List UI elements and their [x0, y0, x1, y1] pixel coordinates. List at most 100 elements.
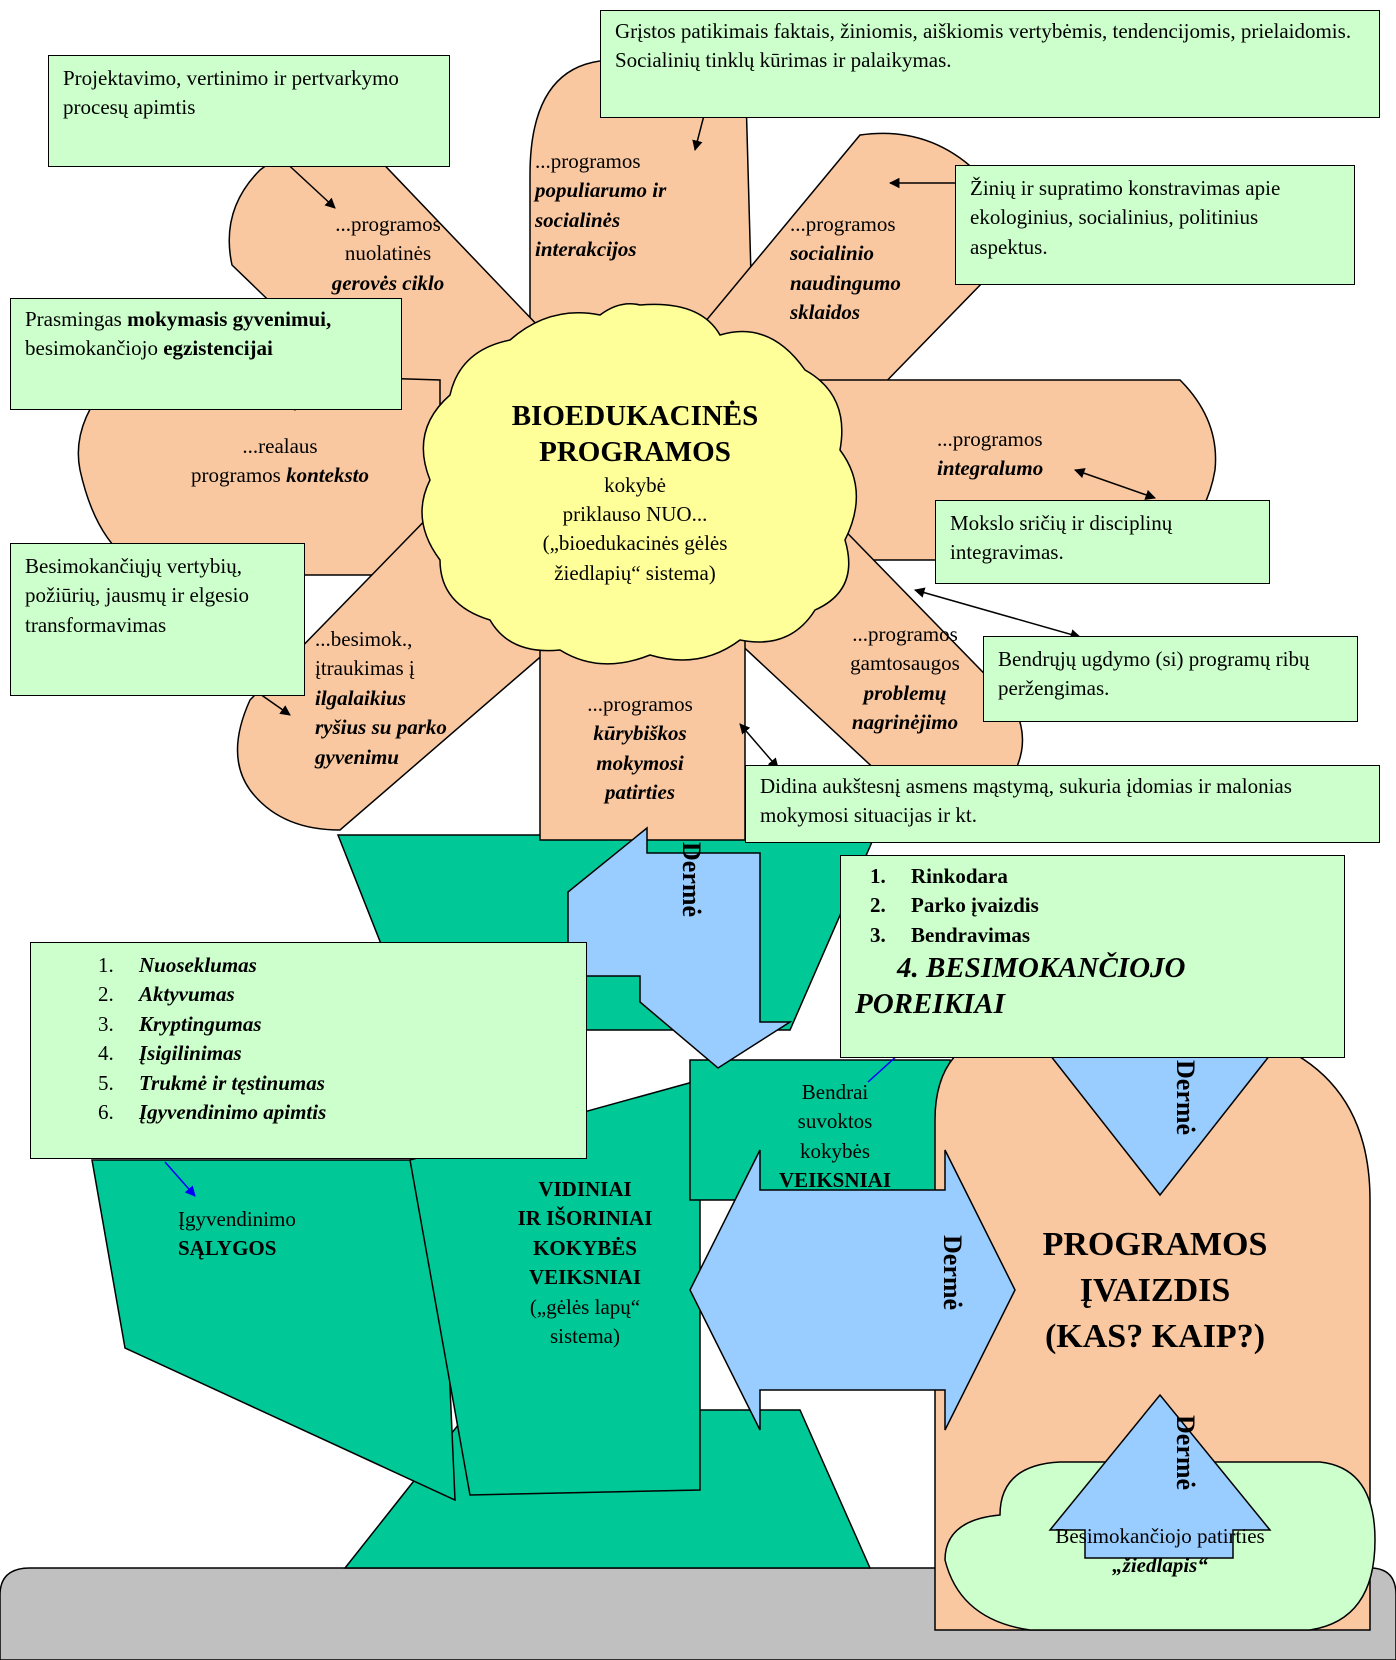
petal-integral-line-2: integralumo [937, 456, 1044, 481]
label-igyv-line-2: SĄLYGOS [178, 1236, 277, 1261]
factor-item: Parko įvaizdis [891, 891, 1330, 920]
box-learning-d: egzistencijai [163, 336, 273, 361]
center-line-1: kokybė [604, 472, 666, 497]
petal-popularity-line-2: populiarumo ir [535, 178, 667, 203]
derme-label-3: Dermė [938, 1235, 967, 1311]
label-common-factors: Bendrai suvoktos kokybės VEIKSNIAI [760, 1078, 910, 1196]
leaf-center [409, 1079, 701, 1496]
petal-involvement-line-1: ...besimok., [315, 627, 413, 651]
label-program-image: PROGRAMOS ĮVAIZDIS (KAS? KAIP?) [1020, 1222, 1290, 1360]
center-text: BIOEDUKACINĖS PROGRAMOS kokybė priklauso… [480, 398, 790, 588]
petal-integral-line-1: ...programos [937, 427, 1043, 451]
petal-involvement-line-2: įtraukimas į [315, 656, 415, 681]
box-values: Besimokančiųjų vertybių, požiūrių, jausm… [10, 543, 305, 696]
petal-environment-line-3: problemų [863, 680, 947, 705]
label-internal-external: VIDINIAI IR IŠORINIAI KOKYBĖS VEIKSNIAI … [485, 1175, 685, 1351]
derme-label-2: Dermė [1171, 1060, 1200, 1136]
label-internal-line-3: KOKYBĖS [533, 1235, 637, 1260]
petal-environment-line-2: gamtosaugos [850, 651, 960, 676]
center-line-4: žiedlapių“ sistema) [554, 560, 716, 585]
box-thinking-text: Didina aukštesnį asmens mąstymą, sukuria… [760, 774, 1292, 828]
condition-text: Kryptingumas [139, 1011, 262, 1036]
petal-wellbeing-line-3: gerovės ciklo [331, 270, 445, 295]
label-experience-line-1: Besimokančiojo patirties [1055, 1524, 1265, 1548]
petal-environment-line-4: nagrinėjimo [851, 710, 959, 735]
petal-creative-line-2: kūrybiškos [593, 721, 687, 746]
petal-label-creative: ...programos kūrybiškos mokymosi patirti… [565, 690, 715, 808]
petal-context-emph: konteksto [286, 463, 369, 488]
box-knowledge-text: Žinių ir supratimo konstravimas apie eko… [970, 176, 1281, 259]
petal-social-line-1: ...programos [790, 212, 896, 236]
petal-label-context: ...realaus programos konteksto [160, 432, 400, 491]
petal-context-line-2: programos konteksto [160, 461, 400, 490]
petal-social-line-3: naudingumo [790, 270, 901, 295]
label-common-line-1: Bendrai [801, 1080, 869, 1104]
leaf-right [689, 1059, 951, 1201]
label-internal-line-2: IR IŠORINIAI [517, 1206, 653, 1231]
center-line-2: priklauso NUO... [562, 501, 708, 526]
derme-label-4: Dermė [1171, 1415, 1200, 1491]
label-internal-line-4: VEIKSNIAI [528, 1265, 642, 1290]
petal-environment-line-1: ...programos [852, 622, 958, 646]
label-internal-line-1: VIDINIAI [538, 1177, 632, 1201]
condition-item: Trukmė ir tęstinumas [119, 1069, 566, 1098]
factor-item: Rinkodara [891, 862, 1330, 891]
petal-creative-line-4: patirties [604, 780, 675, 805]
label-common-line-4: VEIKSNIAI [778, 1168, 892, 1193]
conditions-list: Nuoseklumas Aktyvumas Kryptingumas Įsigi… [91, 951, 566, 1127]
petal-popularity-line-1: ...programos [535, 149, 641, 173]
box-learning-b: mokymasis gyvenimui, [127, 307, 332, 331]
petal-creative-line-1: ...programos [587, 692, 693, 716]
petal-label-integral: ...programos integralumo [937, 425, 1097, 484]
label-image-line-1: PROGRAMOS [1042, 1226, 1268, 1263]
factor-4-line-2: POREIKIAI [855, 988, 1005, 1021]
label-common-line-3: kokybės [800, 1138, 870, 1163]
label-experience-line-2: „žiedlapis“ [1112, 1553, 1208, 1578]
condition-item: Įgyvendinimo apimtis [119, 1098, 566, 1127]
petal-wellbeing-line-1: ...programos [335, 212, 441, 236]
arrow-image-bottom [1048, 1393, 1272, 1559]
petal-popularity-line-3: socialinės [535, 207, 621, 232]
box-learning-c: besimokančiojo [25, 336, 164, 361]
petal-involvement-line-3: ilgalaikius [315, 685, 407, 710]
box-thinking: Didina aukštesnį asmens mąstymą, sukuria… [745, 765, 1380, 843]
arrow-horizontal [689, 1149, 1016, 1431]
petal-creative-line-3: mokymosi [596, 750, 684, 775]
label-common-line-2: suvoktos [797, 1109, 873, 1134]
box-design-evaluation: Projektavimo, vertinimo ir pertvarkymo p… [48, 55, 450, 167]
arrow-vertical-left [567, 826, 793, 1069]
box-facts: Grįstos patikimais faktais, žiniomis, ai… [600, 10, 1380, 118]
condition-text: Trukmė ir tęstinumas [139, 1070, 325, 1095]
condition-item: Aktyvumas [119, 980, 566, 1009]
center-line-3: („bioedukacinės gėlės [542, 531, 728, 556]
box-learning-a: Prasmingas [25, 307, 128, 331]
condition-text: Aktyvumas [139, 982, 235, 1007]
box-integration-text: Mokslo sričių ir disciplinų integravimas… [950, 511, 1173, 565]
box-integration: Mokslo sričių ir disciplinų integravimas… [935, 500, 1270, 584]
factor-item: Bendravimas [891, 921, 1330, 950]
center-cloud [421, 303, 858, 665]
petal-social-line-4: sklaidos [790, 300, 861, 325]
petal-label-wellbeing: ...programos nuolatinės gerovės ciklo [298, 210, 478, 298]
factors-list: Rinkodara Parko įvaizdis Bendravimas [855, 862, 1330, 950]
box-values-text: Besimokančiųjų vertybių, požiūrių, jausm… [25, 554, 249, 637]
leaf-left [91, 1159, 456, 1502]
petal-label-involvement: ...besimok., įtraukimas į ilgalaikius ry… [315, 625, 495, 772]
box-boundaries-text: Bendrųjų ugdymo (si) programų ribų perže… [998, 647, 1310, 701]
box-learning-for-life: Prasmingas mokymasis gyvenimui, besimoka… [10, 298, 402, 410]
label-internal-line-6: sistema) [550, 1323, 620, 1348]
condition-item: Kryptingumas [119, 1010, 566, 1039]
condition-text: Įgyvendinimo apimtis [139, 1099, 327, 1124]
condition-text: Nuoseklumas [139, 953, 257, 977]
petal-wellbeing-line-2: nuolatinės [344, 241, 432, 266]
center-title-1: BIOEDUKACINĖS [511, 400, 759, 432]
condition-item: Įsigilinimas [119, 1039, 566, 1068]
label-implementation-conditions: Įgyvendinimo SĄLYGOS [178, 1205, 296, 1264]
box-design-evaluation-text: Projektavimo, vertinimo ir pertvarkymo p… [63, 66, 399, 120]
box-factors: Rinkodara Parko įvaizdis Bendravimas 4. … [840, 855, 1345, 1058]
petal-popularity-line-4: interakcijos [535, 237, 637, 262]
petal-involvement-line-4: ryšius su parko [315, 715, 447, 740]
label-internal-line-5: („gėlės lapų“ [529, 1294, 641, 1319]
petal-social-line-2: socialinio [790, 241, 875, 266]
